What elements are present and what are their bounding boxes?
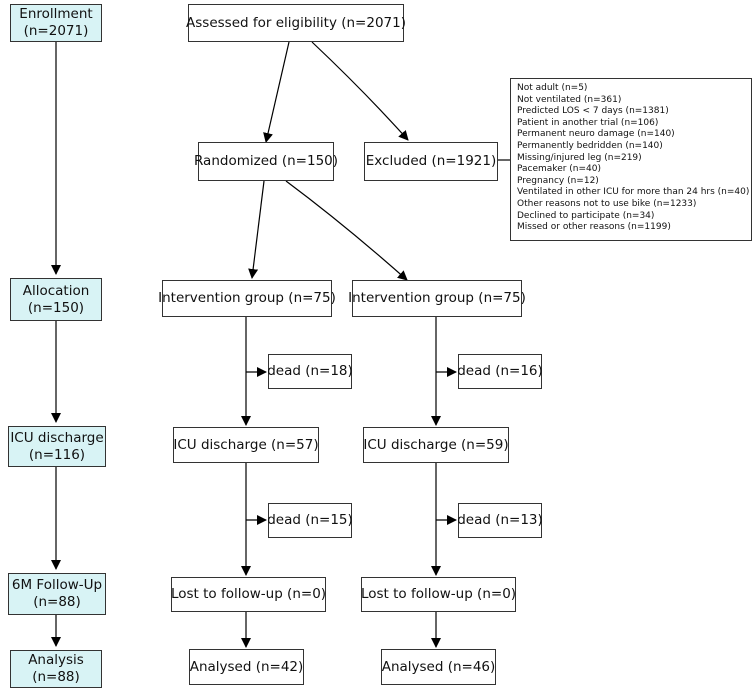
exclusion-reason: Patient in another trial (n=106): [517, 117, 659, 128]
assessed-box: Assessed for eligibility (n=2071): [186, 4, 406, 42]
arm1-icu-discharge-box: ICU discharge (n=57): [173, 427, 319, 463]
stage-icu-discharge-count: (n=116): [28, 446, 86, 463]
exclusion-reason: Missing/injured leg (n=219): [517, 152, 642, 163]
stage-allocation-label: Allocation: [22, 282, 90, 299]
randomized-box: Randomized (n=150): [194, 142, 338, 181]
arm2-lost-box: Lost to follow-up (n=0): [361, 577, 516, 612]
stage-enrollment-label: Enrollment: [19, 6, 93, 22]
arm1-group-box: Intervention group (n=75): [158, 280, 336, 317]
arm2-dead-followup-box: dead (n=13): [457, 503, 543, 538]
arm2-group-box: Intervention group (n=75): [348, 280, 526, 317]
arm2-dead-icu-box: dead (n=16): [457, 354, 543, 389]
arrow-randomized-arm2: [285, 180, 408, 281]
exclusion-reason: Missed or other reasons (n=1199): [517, 222, 671, 233]
arm1-dead-icu-box: dead (n=18): [267, 354, 353, 389]
stage-enrollment-count: (n=2071): [23, 23, 89, 39]
exclusion-reason: Predicted LOS < 7 days (n=1381): [517, 106, 669, 117]
arm1-lost-box: Lost to follow-up (n=0): [171, 577, 326, 612]
stage-analysis-label: Analysis: [28, 652, 84, 668]
stage-followup-label: 6M Follow-Up: [11, 577, 103, 593]
stage-analysis-count: (n=88): [32, 669, 80, 685]
stage-allocation: Allocation (n=150): [10, 278, 102, 321]
arm1-analysed-box: Analysed (n=42): [189, 649, 304, 685]
arrow-assessed-randomized: [263, 41, 290, 143]
stage-allocation-count: (n=150): [27, 299, 85, 316]
exclusion-reason: Permanent neuro damage (n=140): [517, 129, 675, 140]
exclusion-reason: Other reasons not to use bike (n=1233): [517, 198, 697, 209]
exclusion-reason: Pregnancy (n=12): [517, 175, 599, 186]
stage-followup: 6M Follow-Up (n=88): [8, 573, 106, 615]
arm2-icu-discharge-box: ICU discharge (n=59): [363, 427, 509, 463]
exclusion-reason: Not adult (n=5): [517, 83, 588, 93]
exclusion-reason: Ventilated in other ICU for more than 24…: [517, 187, 750, 198]
stage-analysis: Analysis (n=88): [10, 650, 102, 688]
exclusion-reasons: Not adult (n=5) Not ventilated (n=361) P…: [510, 78, 752, 241]
stage-enrollment: Enrollment (n=2071): [10, 4, 102, 42]
exclusion-reason: Permanently bedridden (n=140): [517, 140, 663, 151]
stage-followup-count: (n=88): [33, 594, 81, 610]
arm2-analysed-box: Analysed (n=46): [381, 649, 496, 685]
stage-icu-discharge-label: ICU discharge: [10, 429, 104, 446]
arrow-randomized-arm1: [248, 180, 265, 279]
exclusion-reason: Pacemaker (n=40): [517, 164, 602, 175]
excluded-box: Excluded (n=1921): [364, 142, 498, 181]
exclusion-reason: Declined to participate (n=34): [517, 210, 655, 221]
arrow-assessed-excluded: [311, 41, 409, 141]
arm1-dead-followup-box: dead (n=15): [267, 503, 353, 538]
stage-icu-discharge: ICU discharge (n=116): [8, 426, 106, 467]
exclusion-reason: Not ventilated (n=361): [517, 94, 622, 105]
